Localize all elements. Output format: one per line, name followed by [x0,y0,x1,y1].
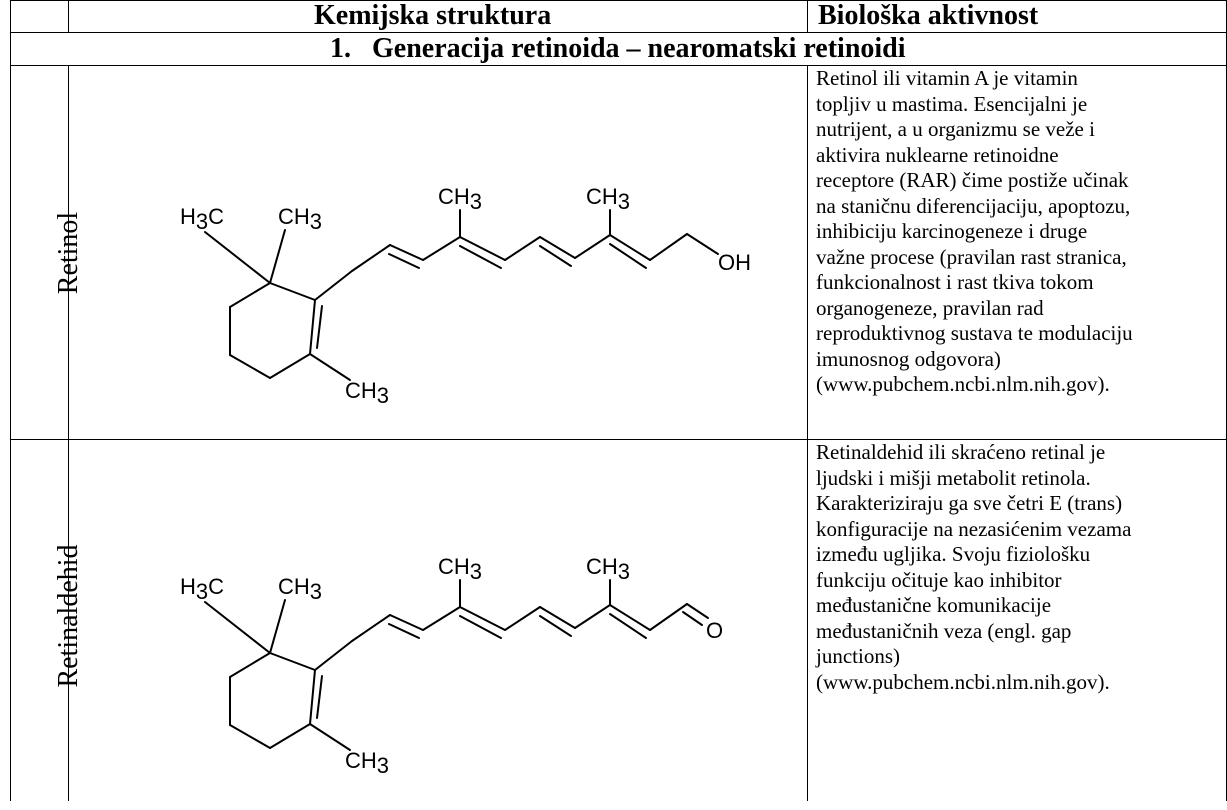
row-label-retinaldehid: Retinaldehid [53,544,84,688]
retinaldehid-gem-methyl-left: H3C [180,574,224,604]
retinaldehid-description: Retinaldehid ili skraćeno retinal je lju… [816,440,1131,695]
column-divider-1 [68,0,69,32]
description-line: međustanične komunikacije [816,593,1052,617]
description-line: inhibiciju karcinogeneze i druge [816,219,1088,243]
retinol-gem-methyl-right: CH3 [278,204,322,234]
row-label-retinol: Retinol [53,211,84,295]
description-line: ljudski i mišji metabolit retinola. [816,465,1091,490]
description-line: aktivira nuklearne retinoidne [816,142,1059,167]
description-line: na staničnu diferencijaciju, apoptozu, [816,193,1131,218]
column-divider-2-lower [807,65,808,801]
generation-row-divider [10,65,1227,66]
retinaldehid-ring-methyl: CH3 [345,748,389,778]
description-line: topljiv u mastima. Esencijalni je [816,91,1088,116]
description-line: reproduktivnog sustava te modulaciju [816,321,1133,345]
description-line: (www.pubchem.ncbi.nlm.nih.gov). [816,372,1110,396]
description-line: Retinaldehid ili skraćeno retinal je [816,440,1106,464]
description-line: junctions) [816,644,900,668]
retinol-structure: H3C CH3 CH3 CH3 CH3 OH [180,184,751,408]
retinol-row-divider [10,439,1227,440]
column-divider-1-lower [68,65,69,801]
column-divider-2 [807,0,808,32]
retinaldehid-end-group: O [706,618,723,643]
description-line: konfiguracije na nezasićenim vezama [816,516,1132,541]
description-line: (www.pubchem.ncbi.nlm.nih.gov). [816,669,1110,694]
generation-number: 1. [330,33,351,64]
retinol-gem-methyl-left: H3C [180,204,224,234]
retinaldehid-structure: H3C CH3 CH3 CH3 CH3 O [180,554,723,778]
retinol-ring-methyl: CH3 [345,378,389,408]
retinol-description: Retinol ili vitamin A je vitamin topljiv… [816,66,1133,398]
description-line: organogeneze, pravilan rad [816,295,1044,320]
description-line: Karakteriziraju ga sve četri E (trans) [816,491,1123,515]
table-border-left [10,0,11,801]
description-line: međustaničnih veza (engl. gap [816,618,1072,643]
description-line: Retinol ili vitamin A je vitamin [816,66,1078,90]
description-line: važne procese (pravilan rast stranica, [816,244,1127,269]
description-line: receptore (RAR) čime postiže učinak [816,168,1129,192]
description-line: između ugljika. Svoju fiziološku [816,542,1091,566]
description-line: funkciju očituje kao inhibitor [816,567,1062,592]
generation-text: Generacija retinoida – nearomatski retin… [372,33,906,64]
description-line: funkcionalnost i rast tkiva tokom [816,270,1094,294]
description-line: nutrijent, a u organizmu se veže i [816,117,1095,141]
header-row-divider [10,32,1227,33]
retinaldehid-methyl-chain-2: CH3 [586,554,630,584]
header-activity: Biološka aktivnost [818,0,1039,31]
header-structure: Kemijska struktura [314,0,552,31]
generation-title: 1. Generacija retinoida – nearomatski re… [330,33,906,65]
retinol-end-group: OH [718,250,751,275]
description-line: imunosnog odgovora) [816,346,1001,371]
retinol-methyl-chain-1: CH3 [438,184,482,214]
table-border-top [10,0,1227,1]
retinol-methyl-chain-2: CH3 [586,184,630,214]
